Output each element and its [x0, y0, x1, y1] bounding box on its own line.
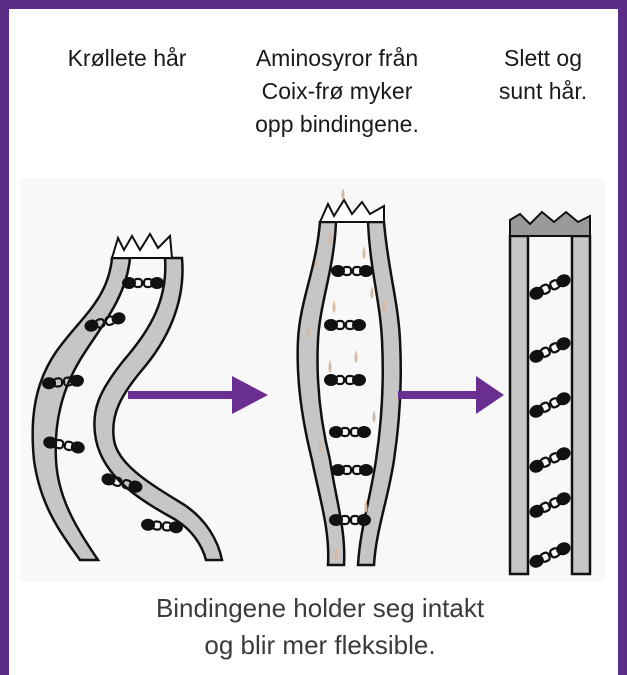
- softening-hair-strand-icon: [298, 188, 401, 565]
- bond-link: [331, 265, 373, 277]
- bond-link: [324, 319, 366, 331]
- straight-hair-strand-icon: [510, 212, 590, 574]
- bond-link: [527, 272, 572, 302]
- bond-link: [527, 390, 572, 420]
- bond-link: [527, 335, 572, 365]
- arrow-right-icon: [398, 376, 504, 414]
- bond-link: [122, 277, 164, 289]
- bond-link: [329, 514, 371, 526]
- bond-link: [324, 374, 366, 386]
- bond-link: [329, 426, 371, 438]
- bond-link: [527, 540, 572, 570]
- bottom-caption-line1: Bindingene holder seg intakt: [60, 590, 580, 626]
- arrow-right-icon: [128, 376, 268, 414]
- bottom-caption-line2: og blir mer fleksible.: [60, 627, 580, 663]
- bond-link: [527, 490, 572, 520]
- bond-link: [331, 464, 373, 476]
- bond-link: [527, 445, 572, 475]
